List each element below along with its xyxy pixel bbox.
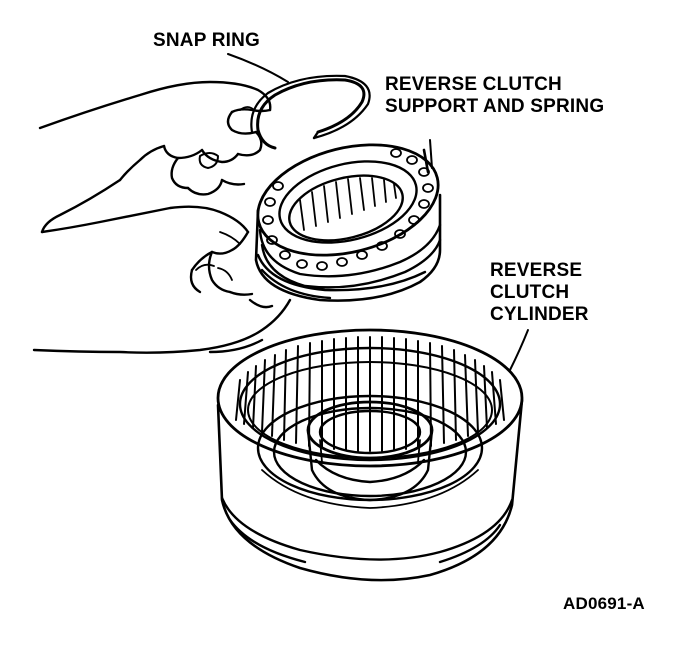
support-label-line2: SUPPORT AND SPRING (385, 96, 605, 117)
reverse-clutch-support (254, 143, 442, 302)
hands (32, 80, 292, 354)
reverse-clutch-cylinder (216, 328, 524, 582)
snap-ring-label-text: SNAP RING (153, 30, 261, 51)
cylinder-label-line2: CLUTCH (490, 282, 570, 303)
snap-ring (250, 74, 371, 150)
support-label-line1: REVERSE CLUTCH (385, 74, 562, 95)
snap-ring-label: SNAP RING (153, 30, 260, 52)
leader-lines (227, 53, 529, 371)
cylinder-label-line1: REVERSE (490, 260, 583, 281)
reverse-clutch-support-label: REVERSE CLUTCH SUPPORT AND SPRING (385, 74, 604, 118)
figure-code-label: AD0691-A (563, 593, 645, 615)
reverse-clutch-cylinder-label: REVERSE CLUTCH CYLINDER (490, 260, 589, 326)
cylinder-label-line3: CYLINDER (490, 304, 589, 325)
figure-code-text: AD0691-A (563, 594, 645, 613)
